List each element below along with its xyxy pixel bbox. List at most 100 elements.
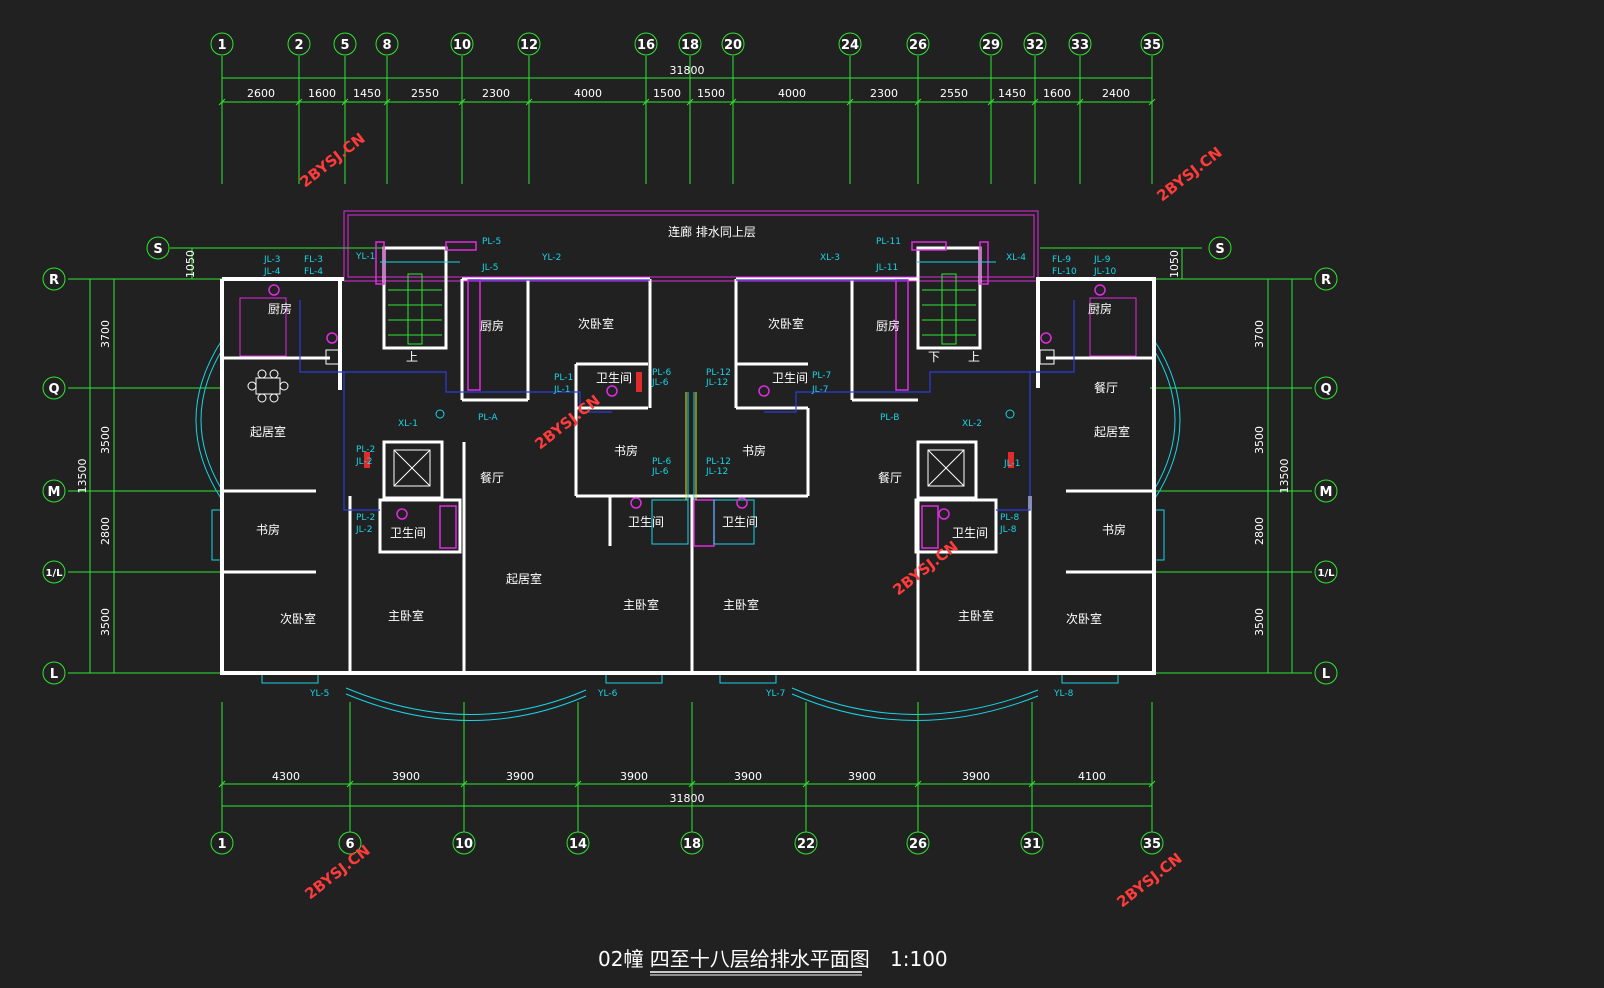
dim-label: 3700: [99, 320, 112, 348]
pipe-tag: YL-5: [309, 689, 329, 699]
axis-marker: 10: [452, 831, 476, 855]
pipe-tag: JL-6: [651, 378, 669, 388]
axis-marker: 18: [678, 32, 702, 56]
top-dimension-lines: [218, 56, 1156, 184]
dim-label: 1600: [308, 87, 336, 100]
pipe-tag: JL-2: [355, 457, 372, 467]
stair-up-label-right: 上: [968, 350, 980, 364]
bottom-total-dimension: 31800: [670, 792, 705, 805]
dim-label: 4000: [778, 87, 806, 100]
room-label: 厨房: [268, 301, 292, 316]
pipe-tag: FL-3: [304, 255, 323, 265]
pipe-tag: XL-3: [820, 253, 840, 263]
axis-marker: 26: [906, 32, 930, 56]
svg-text:26: 26: [909, 38, 927, 53]
axis-marker: L: [1314, 661, 1338, 685]
axis-marker: 12: [517, 32, 541, 56]
pipe-tag: FL-9: [1052, 255, 1071, 265]
svg-text:R: R: [49, 273, 59, 288]
dim-tick: [525, 98, 533, 106]
dim-label: 1450: [998, 87, 1026, 100]
dim-label: 4000: [574, 87, 602, 100]
svg-text:10: 10: [453, 38, 471, 53]
axis-marker: R: [42, 267, 66, 291]
cyan-pipe-lines: [380, 261, 996, 500]
dim-tick: [987, 98, 995, 106]
pipe-tag: XL-2: [962, 419, 982, 429]
axis-marker: S: [1208, 236, 1232, 260]
dim-label: 2300: [482, 87, 510, 100]
svg-text:M: M: [48, 485, 61, 500]
axis-marker: 1/L: [1314, 560, 1338, 584]
dim-label: 1450: [353, 87, 381, 100]
svg-text:26: 26: [909, 837, 927, 852]
dim-label: 3900: [620, 770, 648, 783]
room-label: 次卧室: [578, 316, 614, 331]
axis-marker: 33: [1068, 32, 1092, 56]
svg-text:Q: Q: [1320, 382, 1331, 397]
dim-tick: [914, 98, 922, 106]
svg-text:S: S: [153, 242, 162, 257]
room-label: 厨房: [480, 318, 504, 333]
drawing-title: 02幢 四至十八层给排水平面图 1:100: [598, 947, 948, 976]
dim-label: 2600: [247, 87, 275, 100]
room-label: 主卧室: [623, 597, 659, 612]
stair-core-left: [382, 246, 448, 500]
svg-text:Q: Q: [48, 382, 59, 397]
svg-text:M: M: [1320, 485, 1333, 500]
svg-text:1: 1: [217, 38, 226, 53]
svg-text:35: 35: [1143, 38, 1161, 53]
right-row-axis-markers: R Q M 1/L L S: [1208, 236, 1338, 685]
left-side-dims: 3700 3500 2800 3500 13500 1050: [76, 250, 197, 636]
room-label: 餐厅: [480, 470, 504, 485]
bottom-segment-dimensions: 4300 3900 3900 3900 3900 3900 3900 4100: [272, 770, 1106, 783]
pipe-tag: JL-12: [705, 467, 728, 477]
dim-label: 1500: [653, 87, 681, 100]
pipe-tag: YL-8: [1053, 689, 1074, 699]
dim-label: 13500: [1278, 459, 1291, 494]
watermark: 2BYSJ.CN: [1153, 143, 1225, 205]
room-label: 餐厅: [878, 470, 902, 485]
dim-tick: [295, 98, 303, 106]
dining-table-icon: [247, 369, 289, 403]
axis-marker: 6: [338, 831, 362, 855]
dim-label: 2550: [940, 87, 968, 100]
room-label: 主卧室: [958, 608, 994, 623]
pipe-tag: PL-B: [880, 413, 899, 423]
svg-text:18: 18: [681, 38, 699, 53]
pipe-tag: PL-5: [482, 237, 501, 247]
dim-tick: [1028, 780, 1036, 788]
room-label: 书房: [256, 522, 280, 537]
axis-marker: 18: [680, 831, 704, 855]
pipe-tag: YL-6: [597, 689, 618, 699]
dim-label: 2800: [1253, 517, 1266, 545]
dim-tick: [1148, 780, 1156, 788]
svg-text:35: 35: [1143, 837, 1161, 852]
pipe-tag: JL-8: [999, 525, 1017, 535]
axis-marker: 5: [333, 32, 357, 56]
axis-marker: 14: [566, 831, 590, 855]
dim-tick: [688, 780, 696, 788]
dim-tick: [1076, 98, 1084, 106]
dim-label: 2550: [411, 87, 439, 100]
dim-label: 3900: [962, 770, 990, 783]
svg-text:5: 5: [340, 38, 349, 53]
dim-label: 3900: [848, 770, 876, 783]
axis-marker: 1: [210, 831, 234, 855]
pipe-tag: JL-4: [263, 267, 281, 277]
svg-text:16: 16: [637, 38, 655, 53]
svg-text:1: 1: [217, 837, 226, 852]
axis-marker: M: [42, 479, 66, 503]
room-label: 卫生间: [772, 371, 808, 385]
dim-label: 1050: [184, 250, 197, 278]
axis-marker: 20: [721, 32, 745, 56]
dim-tick: [574, 780, 582, 788]
dim-label: 3500: [1253, 608, 1266, 636]
bathrooms: [378, 498, 998, 554]
dim-label: 4100: [1078, 770, 1106, 783]
room-label: 主卧室: [723, 597, 759, 612]
room-label: 书房: [742, 443, 766, 458]
dim-label: 3500: [1253, 426, 1266, 454]
svg-text:10: 10: [455, 837, 473, 852]
